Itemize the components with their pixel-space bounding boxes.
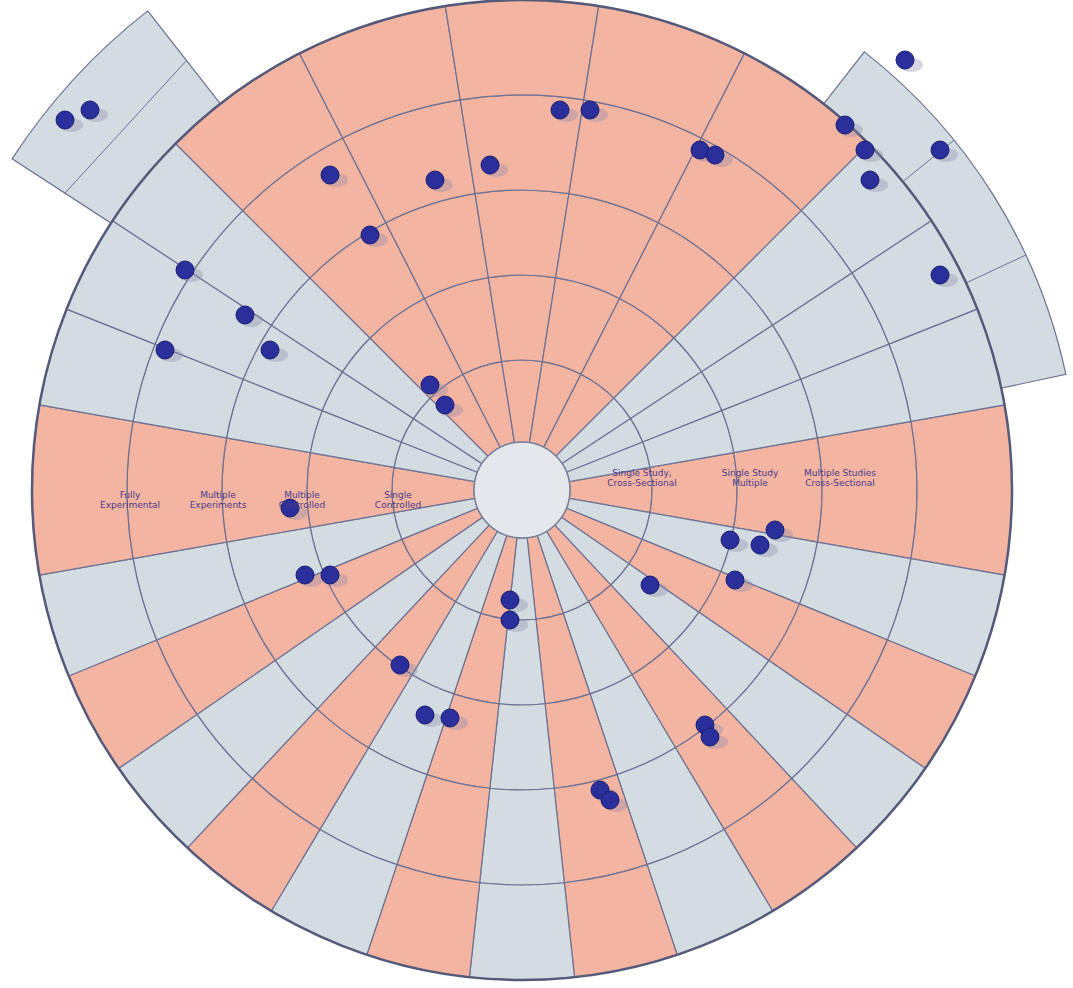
wheel-rim: [32, 0, 1012, 980]
push-pin: [751, 536, 769, 554]
push-pin: [391, 656, 409, 674]
push-pin: [836, 116, 854, 134]
band-label: Single Study, Cross-Sectional: [605, 468, 679, 489]
push-pin: [726, 571, 744, 589]
wheel-cell: [554, 775, 647, 883]
push-pin: [766, 521, 784, 539]
push-pin: [361, 226, 379, 244]
push-pin: [896, 51, 914, 69]
push-pin: [236, 306, 254, 324]
band-label: Single Controlled: [361, 490, 435, 511]
wheel-cell: [722, 379, 818, 452]
push-pin: [321, 566, 339, 584]
band-label: Fully Experimental: [93, 490, 167, 511]
band-label: Single Study Multiple: [713, 468, 787, 489]
push-pin: [601, 791, 619, 809]
wheel-cell: [445, 0, 598, 100]
wheel-cell: [469, 883, 574, 980]
push-pin: [296, 566, 314, 584]
push-pin: [581, 101, 599, 119]
wheel-cell: [490, 704, 554, 790]
push-pin: [321, 166, 339, 184]
push-pin: [156, 341, 174, 359]
wheel-cell: [475, 190, 569, 278]
wheel-cell: [460, 95, 584, 194]
wheel-cell: [734, 438, 822, 542]
wheel-hub: [474, 442, 570, 538]
push-pin: [931, 266, 949, 284]
push-pin: [856, 141, 874, 159]
push-pin: [931, 141, 949, 159]
push-pin: [861, 171, 879, 189]
push-pin: [56, 111, 74, 129]
push-pin: [261, 341, 279, 359]
wheel-cell: [32, 405, 133, 575]
band-label: Multiple Controlled: [265, 490, 339, 511]
push-pin: [81, 101, 99, 119]
wheel-cell: [911, 405, 1012, 575]
push-pin: [501, 611, 519, 629]
push-pin: [706, 146, 724, 164]
wheel-cell: [643, 411, 734, 468]
push-pin: [426, 171, 444, 189]
band-label: Multiple Studies Cross-Sectional: [803, 468, 877, 489]
push-pin: [481, 156, 499, 174]
push-pin: [441, 709, 459, 727]
wheel-cell: [39, 559, 156, 676]
push-pin: [641, 576, 659, 594]
wheel-cell: [545, 694, 617, 788]
push-pin: [416, 706, 434, 724]
wheel-cell: [889, 309, 1004, 421]
push-pin: [436, 396, 454, 414]
push-pin: [721, 531, 739, 549]
push-pin: [701, 728, 719, 746]
wheel-cell: [300, 6, 461, 138]
band-label: Multiple Experiments: [181, 490, 255, 511]
wheel-cell: [817, 421, 917, 558]
push-pin: [551, 101, 569, 119]
push-pin: [421, 376, 439, 394]
wheel-cell: [480, 788, 565, 885]
push-pin: [176, 261, 194, 279]
push-pin: [501, 591, 519, 609]
